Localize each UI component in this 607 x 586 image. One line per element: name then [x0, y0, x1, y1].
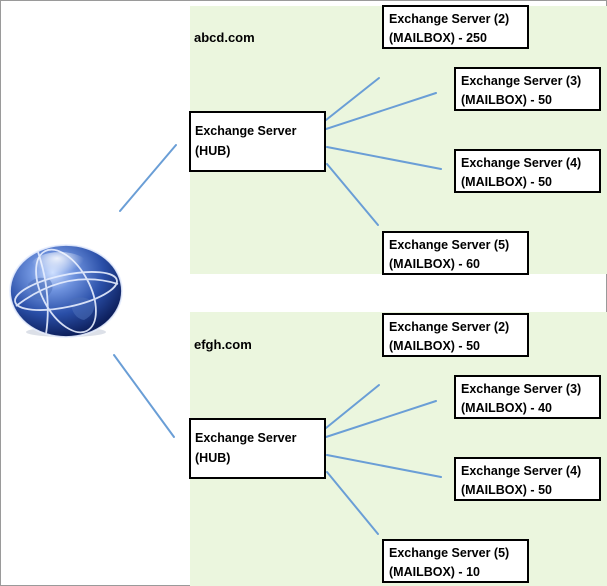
- link-globe-hub-efgh: [113, 354, 175, 438]
- mailbox-server-abcd-5-count: (MAILBOX) - 60: [389, 257, 480, 271]
- hub-server-abcd-title: Exchange Server: [195, 124, 297, 138]
- hub-server-efgh: Exchange Server (HUB): [189, 418, 326, 479]
- mailbox-server-efgh-5: Exchange Server (5) (MAILBOX) - 10: [382, 539, 529, 583]
- link-hub-abcd-server2: [325, 77, 380, 121]
- mailbox-server-abcd-2-count: (MAILBOX) - 250: [389, 31, 487, 45]
- hub-server-abcd-role: (HUB): [195, 144, 231, 158]
- link-hub-efgh-server2: [325, 384, 380, 429]
- mailbox-server-abcd-3: Exchange Server (3) (MAILBOX) - 50: [454, 67, 601, 111]
- link-hub-abcd-server5: [326, 163, 379, 226]
- link-hub-efgh-server4: [326, 454, 442, 478]
- link-hub-efgh-server3: [325, 400, 437, 438]
- mailbox-server-abcd-5: Exchange Server (5) (MAILBOX) - 60: [382, 231, 529, 275]
- link-globe-hub-abcd: [119, 144, 177, 212]
- link-hub-abcd-server3: [325, 92, 437, 130]
- link-hub-abcd-server4: [326, 146, 442, 170]
- mailbox-server-abcd-2: Exchange Server (2) (MAILBOX) - 250: [382, 5, 529, 49]
- hub-server-abcd: Exchange Server (HUB): [189, 111, 326, 172]
- mailbox-server-efgh-4: Exchange Server (4) (MAILBOX) - 50: [454, 457, 601, 501]
- hub-server-efgh-role: (HUB): [195, 451, 231, 465]
- mailbox-server-abcd-3-title: Exchange Server (3): [461, 74, 582, 88]
- mailbox-server-abcd-4-title: Exchange Server (4): [461, 156, 582, 170]
- globe-icon: [8, 244, 124, 338]
- mailbox-server-efgh-5-title: Exchange Server (5): [389, 546, 510, 560]
- domain-label-efgh: efgh.com: [194, 337, 252, 352]
- mailbox-server-efgh-2-title: Exchange Server (2): [389, 320, 510, 334]
- mailbox-server-efgh-5-count: (MAILBOX) - 10: [389, 565, 480, 579]
- mailbox-server-abcd-2-title: Exchange Server (2): [389, 12, 510, 26]
- domain-label-abcd: abcd.com: [194, 30, 255, 45]
- mailbox-server-efgh-3-title: Exchange Server (3): [461, 382, 582, 396]
- hub-server-efgh-title: Exchange Server: [195, 431, 297, 445]
- mailbox-server-efgh-4-title: Exchange Server (4): [461, 464, 582, 478]
- mailbox-server-abcd-3-count: (MAILBOX) - 50: [461, 93, 552, 107]
- link-hub-efgh-server5: [326, 471, 379, 535]
- mailbox-server-efgh-3: Exchange Server (3) (MAILBOX) - 40: [454, 375, 601, 419]
- mailbox-server-abcd-4-count: (MAILBOX) - 50: [461, 175, 552, 189]
- mailbox-server-abcd-5-title: Exchange Server (5): [389, 238, 510, 252]
- mailbox-server-efgh-2: Exchange Server (2) (MAILBOX) - 50: [382, 313, 529, 357]
- mailbox-server-abcd-4: Exchange Server (4) (MAILBOX) - 50: [454, 149, 601, 193]
- mailbox-server-efgh-3-count: (MAILBOX) - 40: [461, 401, 552, 415]
- mailbox-server-efgh-2-count: (MAILBOX) - 50: [389, 339, 480, 353]
- mailbox-server-efgh-4-count: (MAILBOX) - 50: [461, 483, 552, 497]
